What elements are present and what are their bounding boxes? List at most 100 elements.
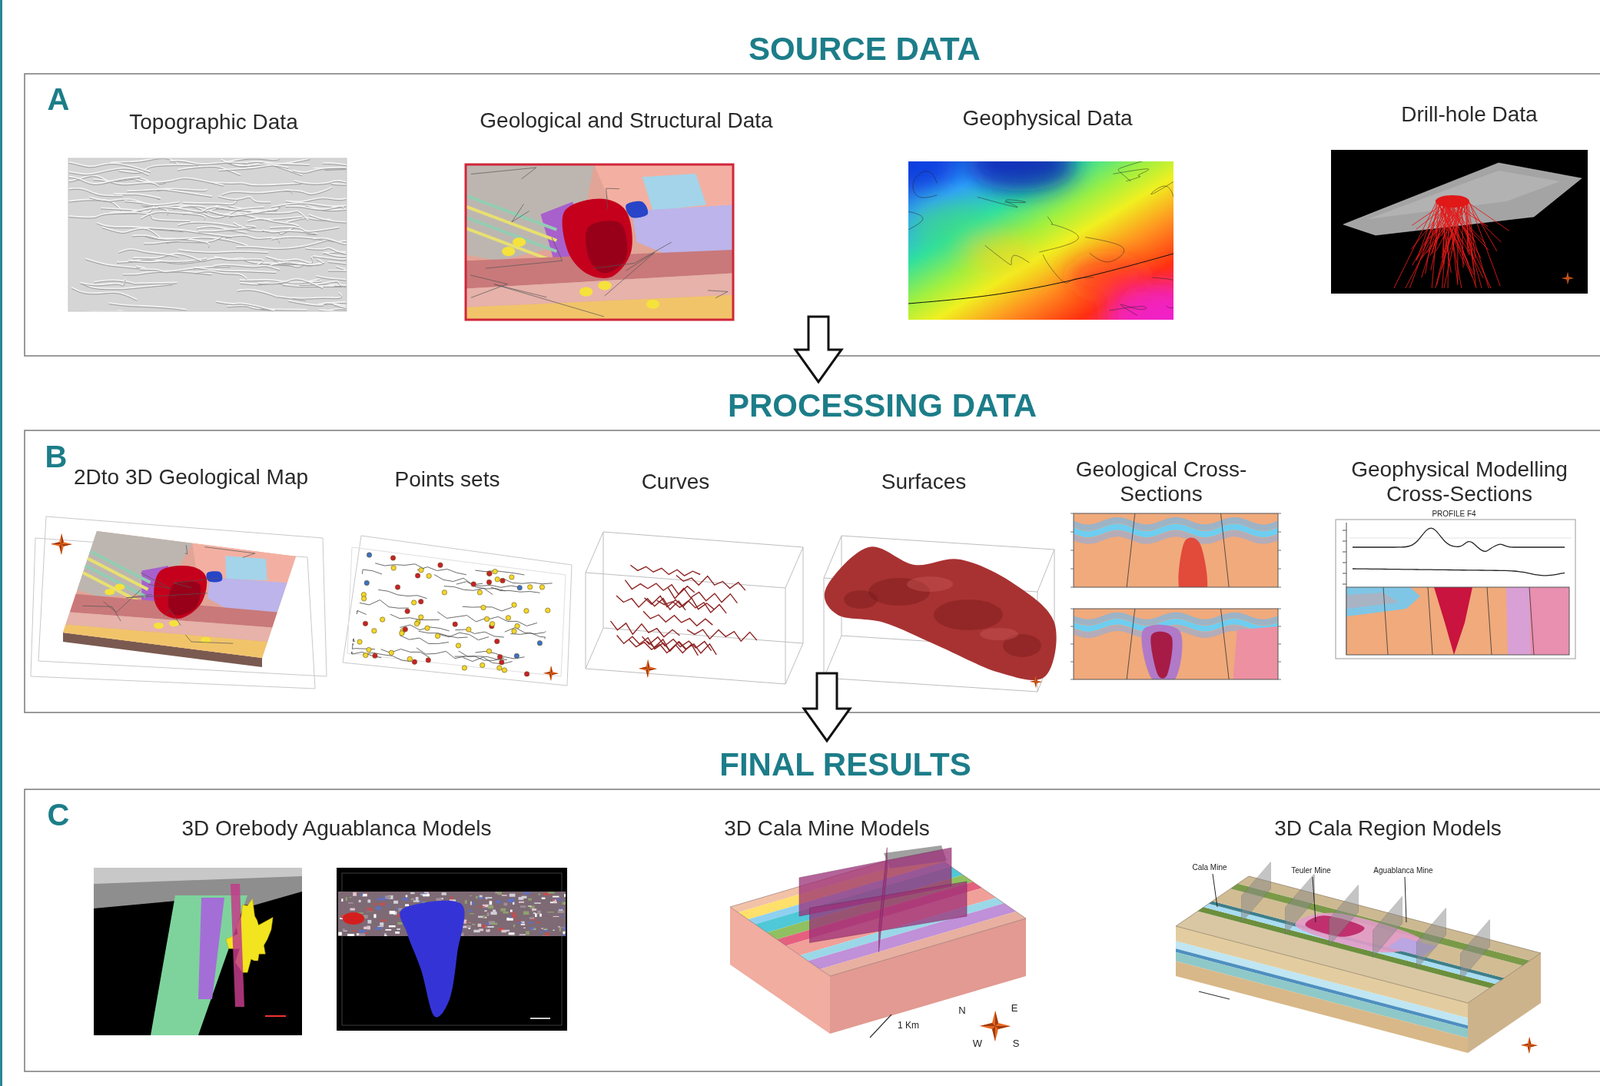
ridge-shadow <box>258 279 324 289</box>
figure-panel: 3D Orebody Aguablanca Models <box>178 813 495 844</box>
figure-panel: Topographic Data <box>126 106 301 138</box>
axis-tick <box>1278 550 1282 552</box>
ridge-shadow <box>225 235 279 243</box>
terrain-texel <box>367 899 371 903</box>
terrain-texel <box>506 918 513 921</box>
terrain-texel <box>465 921 471 923</box>
terrain-texel <box>435 897 442 901</box>
terrain-texel <box>501 929 507 933</box>
terrain-texel <box>503 902 508 907</box>
stratum <box>1506 587 1531 655</box>
figure-title: Drill-hole Data <box>1400 102 1537 127</box>
terrain-texel <box>469 912 475 914</box>
data-point <box>517 584 522 590</box>
terrain-texel <box>500 908 506 912</box>
terrain-texel <box>471 902 475 905</box>
ridge-light <box>219 165 289 170</box>
terrain-texel <box>536 921 541 923</box>
axis-tick <box>1342 584 1347 585</box>
terrain-texel <box>379 922 384 926</box>
block-edge <box>1175 876 1541 1003</box>
map-unit <box>625 201 648 219</box>
model-section <box>1346 587 1570 655</box>
data-point <box>484 616 489 621</box>
axis-tick <box>1070 513 1074 515</box>
compass-shade <box>1520 1043 1530 1046</box>
map-label: Aguablanca Mine <box>1371 866 1435 875</box>
terrain-texel <box>404 903 409 907</box>
terrain-texel <box>486 912 489 917</box>
trace-line <box>416 647 465 659</box>
drill-hole <box>1427 202 1468 253</box>
contour-line <box>985 245 1030 265</box>
fault-line <box>126 583 207 608</box>
map-label: Teuler Mine <box>1289 866 1333 875</box>
section-heading: SOURCE DATA <box>748 31 981 67</box>
terrain-texel <box>401 897 409 900</box>
terrain-texel <box>388 925 396 927</box>
terrain-texel <box>529 916 535 920</box>
scale-bar <box>869 1014 892 1038</box>
terrain-texel <box>552 896 560 898</box>
trace-line <box>487 616 538 626</box>
data-point <box>494 638 500 644</box>
fault-line <box>485 237 563 269</box>
compass-star <box>1561 272 1574 285</box>
terrain-texel <box>494 891 498 894</box>
compass-shade <box>549 673 552 681</box>
terrain-texel <box>489 900 493 905</box>
terrain-texel <box>373 913 376 918</box>
terrain-texel <box>441 892 447 895</box>
data-point <box>404 608 410 614</box>
trace-line <box>356 610 366 615</box>
terrain-texel <box>543 929 548 930</box>
fault-line <box>79 603 126 622</box>
map-spot <box>103 587 117 596</box>
terrain-texel <box>338 932 342 936</box>
intrusion <box>1232 626 1279 680</box>
data-point <box>524 608 529 614</box>
axis-tick <box>1070 679 1074 681</box>
intrusion <box>143 562 213 621</box>
compass-shade <box>1567 272 1570 279</box>
terrain-texel <box>468 927 471 930</box>
ridge-light <box>68 212 137 217</box>
terrain-texel <box>367 909 369 912</box>
terrain-texel <box>356 932 359 935</box>
terrain-texel <box>564 932 566 936</box>
ridge-shadow <box>308 214 347 224</box>
terrain-texel <box>539 913 542 917</box>
flow-arrow <box>803 673 850 741</box>
terrain-texel <box>562 901 566 905</box>
image-frame <box>68 158 347 312</box>
terrain-texel <box>563 925 566 927</box>
data-point <box>357 639 362 644</box>
terrain-texel <box>478 916 483 918</box>
ore-body <box>342 912 365 925</box>
trace-line <box>417 567 467 575</box>
terrain-texel <box>492 909 496 913</box>
drill-hole <box>1425 199 1439 274</box>
terrain-texel <box>553 916 560 917</box>
orebody-model <box>93 867 303 1036</box>
fault-line <box>1126 513 1136 588</box>
gabbro-body <box>198 897 225 1000</box>
contour-line <box>977 196 1026 207</box>
fault-line <box>1529 587 1534 655</box>
data-point <box>407 656 412 661</box>
curve-line <box>624 580 694 595</box>
trace-line <box>362 652 412 661</box>
axis-tick <box>1278 568 1282 570</box>
data-point <box>434 633 440 638</box>
ridge-shadow <box>124 202 180 206</box>
anomaly <box>1068 257 1146 296</box>
trace-line <box>378 589 427 598</box>
terrain-texel <box>342 928 346 930</box>
figure-panel: 3D Cala Region Models <box>1271 813 1505 844</box>
box-edge <box>585 627 804 684</box>
terrain-texel <box>516 919 519 923</box>
compass-shade <box>638 667 648 669</box>
stratum <box>1073 530 1279 545</box>
terrain-texel <box>347 933 355 937</box>
ridge-light <box>202 257 263 265</box>
